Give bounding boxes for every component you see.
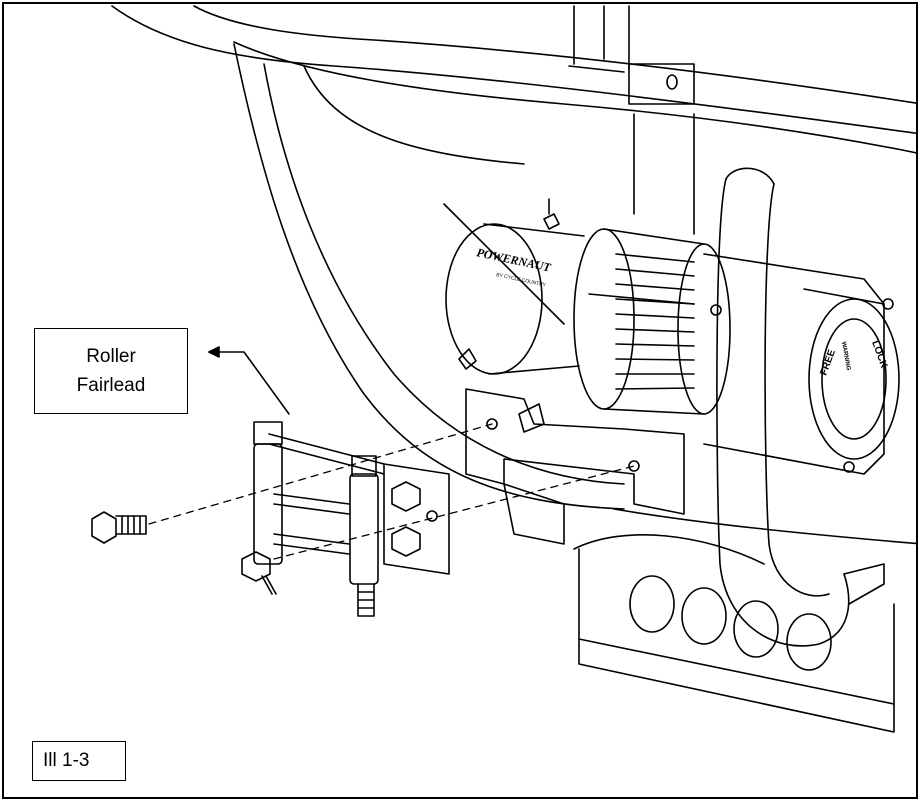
callout-leader-arrow: [208, 346, 290, 415]
winch-mounting-plate: [465, 388, 685, 545]
callout-line-1: Roller: [86, 346, 136, 367]
bumper-hoop: [716, 167, 885, 647]
alignment-lines: [148, 423, 635, 560]
hitch-receiver: [573, 534, 895, 733]
winch-gearbox: [703, 253, 900, 475]
clutch-warning-label: WARNING: [840, 341, 851, 371]
roller-fairlead-callout: Roller Fairlead: [34, 328, 188, 414]
roller-fairlead: [241, 421, 450, 617]
clutch-free-label: FREE: [818, 348, 838, 377]
clutch-lock-label: LOCK: [869, 339, 889, 370]
figure-label: Ill 1-3: [32, 741, 126, 781]
winch-drum: [573, 228, 731, 415]
front-bumper: [233, 43, 916, 545]
winch-brand-text: POWERNAUT: [475, 245, 552, 274]
winch-assembly-illustration: POWERNAUT BY CYCLE COUNTRY FREE LOCK WAR…: [91, 5, 916, 733]
callout-line-2: Fairlead: [76, 375, 146, 396]
winch-motor: [445, 198, 585, 375]
atv-frame-tubes: [111, 5, 916, 154]
frame-uprights: [568, 5, 695, 235]
mounting-bolt: [91, 511, 147, 544]
